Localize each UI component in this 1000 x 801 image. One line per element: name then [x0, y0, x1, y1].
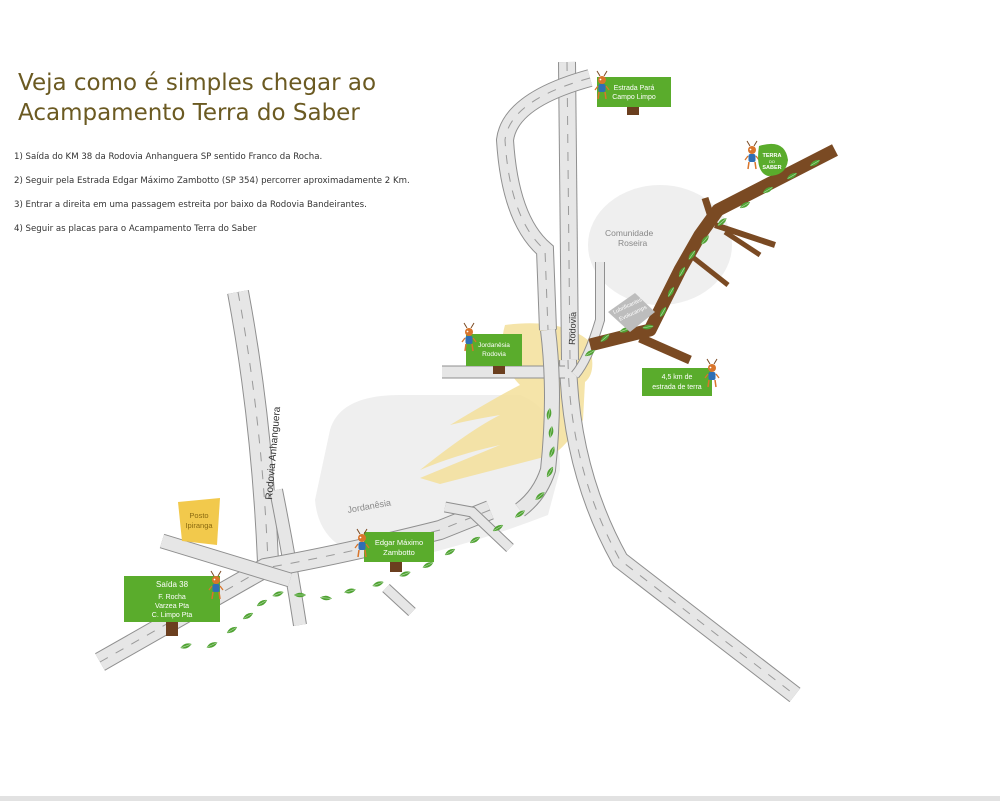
jordanesia-sign: Jordanêsia Rodovia [466, 334, 522, 374]
direction-step-4: 4) Seguir as placas para o Acampamento T… [14, 224, 257, 234]
jord-line-2: Rodovia [482, 351, 506, 358]
campo-line-2: Campo Limpo [612, 94, 656, 101]
directions-list: 1) Saída do KM 38 da Rodovia Anhanguera … [14, 150, 410, 246]
logo-line-3: SABER [762, 165, 781, 171]
posto-ipiranga-sign: Posto Ipiranga [178, 498, 220, 545]
title-line-1: Veja como é simples chegar ao [18, 70, 377, 96]
logo-line-1: TERRA [763, 153, 782, 159]
rodovia-bandeirantes [442, 61, 801, 703]
leaf-icon [319, 594, 333, 602]
leaf-icon [225, 624, 239, 636]
dirt-line-2: estrada de terra [652, 384, 702, 391]
title-line-2: Acampamento Terra do Saber [18, 100, 360, 126]
saida-line-3: C. Limpo Pta [152, 612, 193, 619]
dirt-road-sign: 4,5 km de estrada de terra [642, 368, 712, 396]
sign-post-icon [493, 364, 505, 374]
leaf-icon [343, 586, 357, 596]
saida-title: Saída 38 [156, 580, 189, 589]
leaf-icon [255, 597, 269, 609]
edgar-line-1: Edgar Máximo [375, 538, 423, 547]
road-label-bandeirantes: Rodovia [567, 312, 578, 345]
edgar-zambotto-sign: Edgar Máximo Zambotto [364, 532, 434, 572]
page-title: Veja como é simples chegar ao Acampament… [18, 68, 376, 128]
direction-step-3: 3) Entrar a direita em uma passagem estr… [14, 200, 367, 210]
saida-line-1: F. Rocha [158, 594, 186, 601]
ant-mascot-icon [208, 570, 224, 600]
edgar-line-2: Zambotto [383, 548, 415, 557]
terra-do-saber-logo: TERRA DO SABER [758, 143, 788, 176]
leaf-icon [241, 610, 255, 622]
posto-label-1: Posto [189, 511, 208, 520]
leaf-icon [371, 579, 385, 589]
area-label-roseira: Roseira [618, 238, 648, 248]
saida-line-2: Varzea Pta [155, 603, 189, 610]
ant-mascot-icon [461, 322, 477, 352]
ant-mascot-icon [704, 358, 720, 388]
area-label-comunidade: Comunidade [605, 228, 653, 238]
direction-step-1: 1) Saída do KM 38 da Rodovia Anhanguera … [14, 152, 323, 162]
sign-post-icon [166, 618, 178, 636]
direction-step-2: 2) Seguir pela Estrada Edgar Máximo Zamb… [14, 176, 410, 186]
saida-38-sign: Saída 38 F. Rocha Varzea Pta C. Limpo Pt… [124, 576, 220, 636]
leaf-icon [179, 641, 193, 651]
leaf-icon [271, 589, 285, 599]
leaf-icon [205, 640, 219, 650]
ant-mascots [208, 70, 760, 600]
ant-mascot-icon [594, 70, 610, 100]
comunidade-area [588, 185, 732, 305]
jord-line-1: Jordanêsia [478, 342, 510, 349]
bottom-bar [0, 796, 1000, 801]
sign-post-icon [390, 560, 402, 572]
campo-limpo-sign: Estrada Pará Campo Limpo [597, 77, 671, 115]
ant-mascot-icon [744, 140, 760, 170]
posto-label-2: Ipiranga [185, 521, 213, 530]
logo-line-2: DO [769, 159, 775, 164]
campo-line-1: Estrada Pará [614, 85, 655, 92]
dirt-line-1: 4,5 km de [662, 374, 693, 381]
ant-mascot-icon [354, 528, 370, 558]
sign-post-icon [627, 105, 639, 115]
